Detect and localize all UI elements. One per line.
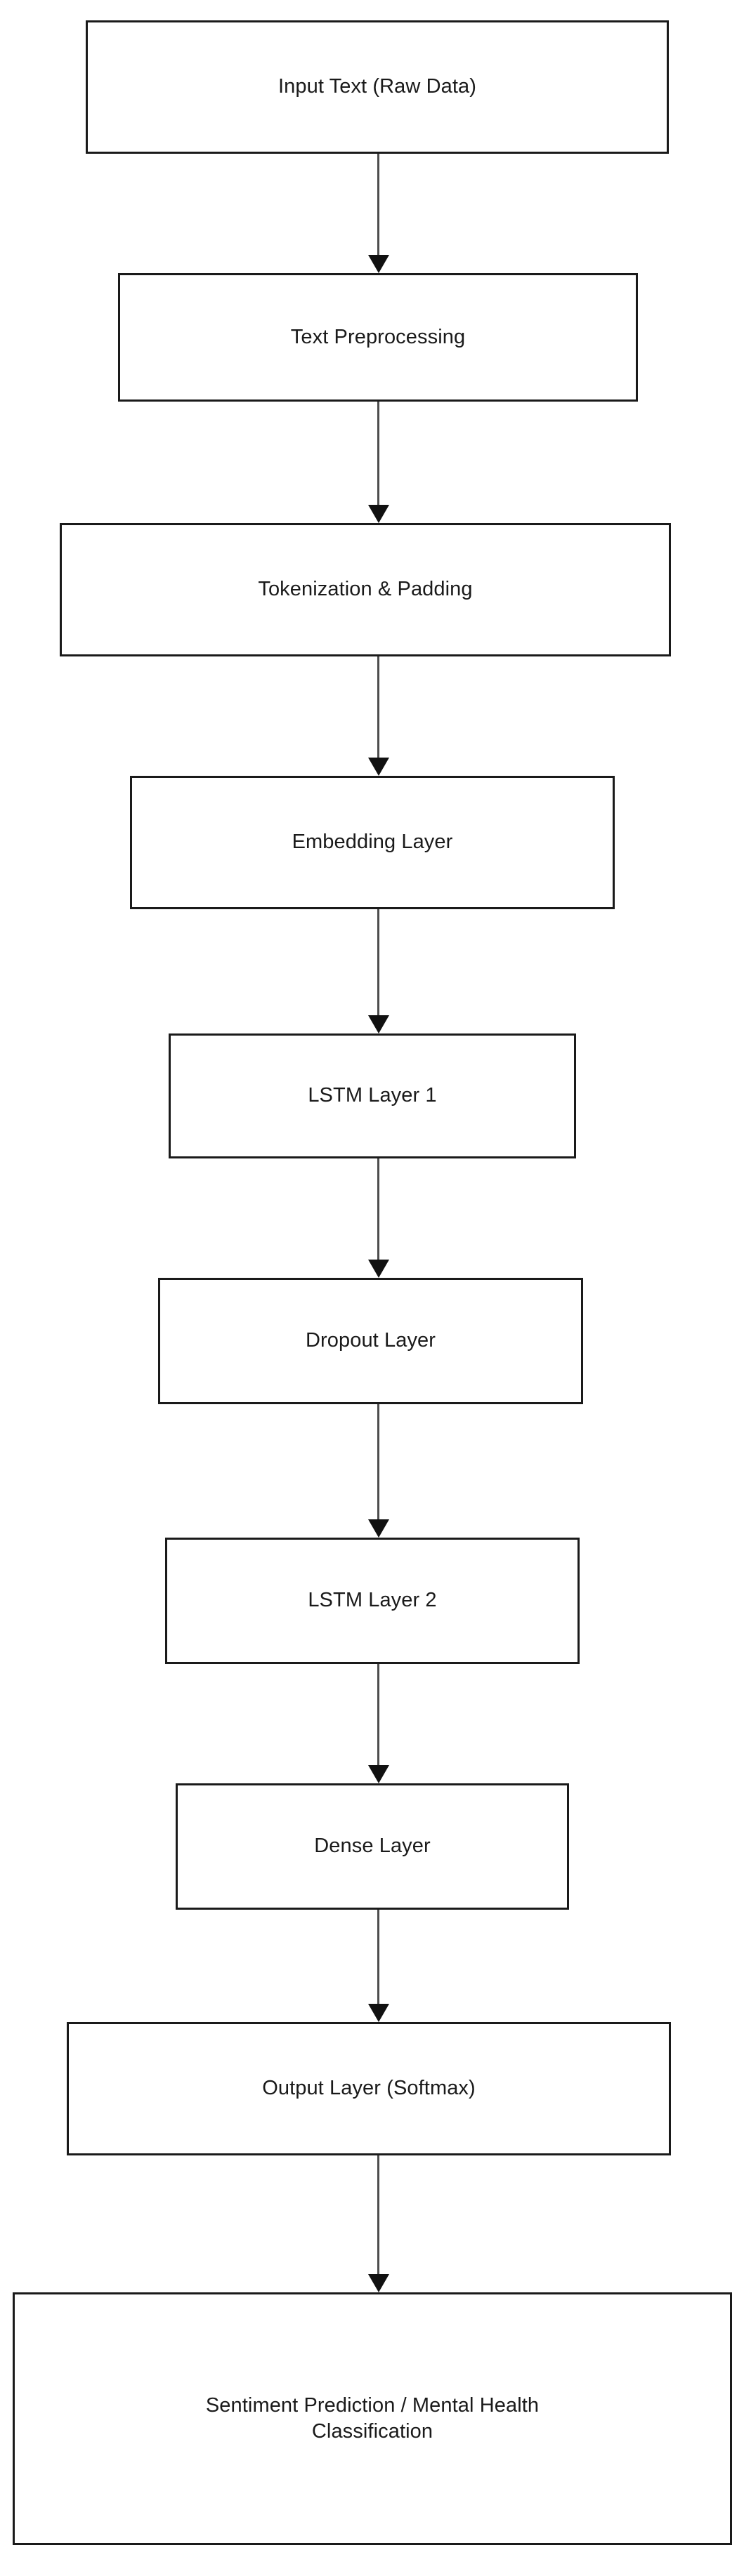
flow-node-dropout-layer[interactable]: Dropout Layer bbox=[158, 1278, 583, 1404]
connector-embedding-layer-to-lstm-layer-1 bbox=[377, 909, 379, 1015]
flow-node-sentiment-prediction[interactable]: Sentiment Prediction / Mental Health Cla… bbox=[13, 2292, 732, 2545]
connector-tokenization-padding-to-embedding-layer bbox=[377, 656, 379, 758]
flow-node-label: LSTM Layer 2 bbox=[308, 1589, 437, 1612]
arrowhead-icon bbox=[368, 2274, 389, 2292]
flow-node-embedding-layer[interactable]: Embedding Layer bbox=[130, 776, 615, 909]
flow-node-label: Sentiment Prediction / Mental Health Cla… bbox=[205, 2393, 540, 2443]
arrowhead-icon bbox=[368, 1260, 389, 1278]
flow-node-lstm-layer-2[interactable]: LSTM Layer 2 bbox=[165, 1538, 580, 1664]
arrowhead-icon bbox=[368, 758, 389, 776]
flow-node-tokenization-padding[interactable]: Tokenization & Padding bbox=[60, 523, 671, 656]
flow-node-label: Tokenization & Padding bbox=[258, 578, 473, 601]
connector-dropout-layer-to-lstm-layer-2 bbox=[377, 1404, 379, 1519]
flow-node-input-text[interactable]: Input Text (Raw Data) bbox=[86, 20, 669, 154]
flow-node-label: Dense Layer bbox=[314, 1835, 431, 1858]
flow-node-lstm-layer-1[interactable]: LSTM Layer 1 bbox=[169, 1033, 576, 1158]
connector-lstm-layer-1-to-dropout-layer bbox=[377, 1158, 379, 1260]
flow-node-output-layer[interactable]: Output Layer (Softmax) bbox=[67, 2022, 671, 2155]
connector-text-preprocessing-to-tokenization-padding bbox=[377, 402, 379, 505]
connector-lstm-layer-2-to-dense-layer bbox=[377, 1664, 379, 1765]
arrowhead-icon bbox=[368, 255, 389, 273]
connector-input-text-to-text-preprocessing bbox=[377, 154, 379, 255]
flow-node-dense-layer[interactable]: Dense Layer bbox=[176, 1783, 569, 1910]
flow-node-label: Input Text (Raw Data) bbox=[278, 75, 477, 98]
arrowhead-icon bbox=[368, 1015, 389, 1033]
flow-node-label: Output Layer (Softmax) bbox=[262, 2077, 476, 2100]
arrowhead-icon bbox=[368, 505, 389, 523]
flow-node-label: LSTM Layer 1 bbox=[308, 1084, 437, 1107]
flow-node-text-preprocessing[interactable]: Text Preprocessing bbox=[118, 273, 638, 402]
arrowhead-icon bbox=[368, 1519, 389, 1538]
flow-node-label: Text Preprocessing bbox=[290, 325, 466, 348]
arrowhead-icon bbox=[368, 1765, 389, 1783]
flow-node-label: Dropout Layer bbox=[305, 1329, 436, 1352]
arrowhead-icon bbox=[368, 2004, 389, 2022]
connector-output-layer-to-sentiment-prediction bbox=[377, 2155, 379, 2274]
flow-node-label: Embedding Layer bbox=[292, 831, 453, 854]
connector-dense-layer-to-output-layer bbox=[377, 1910, 379, 2004]
